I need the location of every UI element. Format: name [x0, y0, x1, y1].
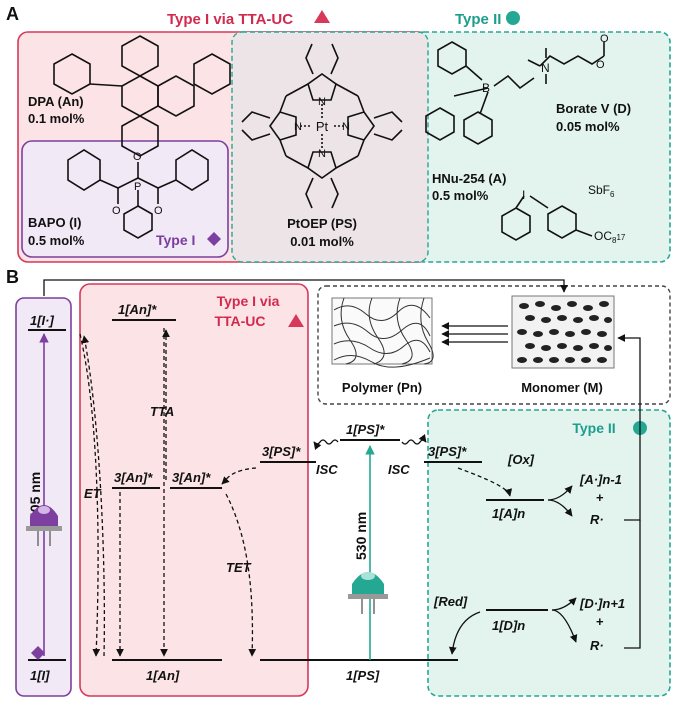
state-an-triplet-1: 3[An]*: [114, 470, 153, 485]
ptoep-box: [231, 31, 429, 263]
process-isc-left: ISC: [316, 462, 338, 477]
state-d-product: [D·]n+1: [579, 596, 625, 611]
iodonium-structure: [501, 195, 593, 241]
process-et: ET: [84, 486, 102, 501]
ptoep-structure: [241, 43, 403, 209]
state-ps-singlet-excited: 1[PS]*: [346, 422, 385, 437]
polymerization-arrows: [441, 322, 508, 346]
diamond-icon: [31, 646, 45, 660]
iodonium-anion: SbF6: [588, 183, 615, 199]
borate-b: B: [482, 81, 490, 95]
bapo-name: BAPO (I): [28, 215, 81, 230]
hnu-amount: 0.5 mol%: [432, 188, 489, 203]
type1-title-a: Type I: [156, 232, 195, 248]
polymer-network: [331, 297, 434, 368]
bapo-amount: 0.5 mol%: [28, 233, 85, 248]
state-ps-triplet-left: 3[PS]*: [262, 444, 301, 459]
bapo-o2: O: [112, 205, 121, 217]
state-ps-ground: 1[PS]: [346, 668, 380, 683]
ptoep-metal: Pt: [316, 119, 329, 134]
state-i-excited: 1[I·]: [30, 313, 55, 328]
hnu-name: HNu-254 (A): [432, 171, 506, 186]
bapo-o3: O: [154, 205, 163, 217]
state-an-ground: 1[An]: [146, 668, 180, 683]
dpa-name: DPA (An): [28, 94, 84, 109]
circle-icon: [506, 11, 520, 25]
iodonium-substituent: OC817: [594, 229, 626, 245]
iodonium-i: I: [522, 188, 525, 202]
process-isc-right: ISC: [388, 462, 410, 477]
state-a-ground: 1[A]n: [492, 506, 525, 521]
ptoep-n-left: N: [294, 121, 302, 133]
led-green-icon: [348, 572, 388, 614]
radical-feed-right: [617, 334, 641, 521]
state-ps-triplet-right: 3[PS]*: [428, 444, 467, 459]
state-an-triplet-2: 3[An]*: [172, 470, 211, 485]
dpa-structure: [53, 35, 231, 157]
ptoep-n-right: N: [342, 121, 350, 133]
dpa-amount: 0.1 mol%: [28, 111, 85, 126]
wavelength-green: 530 nm: [353, 512, 369, 560]
radical-feed-top: [43, 279, 568, 296]
type2-title-a: Type II: [455, 11, 501, 28]
process-red: [Red]: [433, 594, 468, 609]
bapo-p: P: [134, 181, 141, 193]
triangle-icon: [314, 10, 330, 23]
process-tet: TET: [226, 560, 252, 575]
panel-a-letter: A: [6, 4, 19, 24]
plus-d: +: [596, 614, 604, 629]
type2-title-b: Type II: [572, 420, 615, 436]
state-a-product: [A·]n-1: [579, 472, 622, 487]
borate-amount: 0.05 mol%: [556, 119, 620, 134]
borate-name: Borate V (D): [556, 101, 631, 116]
panel-b-letter: B: [6, 267, 19, 287]
state-d-ground: 1[D]n: [492, 618, 525, 633]
process-ox: [Ox]: [507, 452, 535, 467]
borate-structure: [425, 41, 605, 145]
borate-o1: O: [596, 59, 605, 71]
triangle-icon: [288, 314, 304, 327]
plus-a: +: [596, 490, 604, 505]
type1-uc-title-a: Type I via TTA-UC: [167, 11, 293, 28]
ptoep-name: PtOEP (PS): [287, 216, 357, 231]
radical-a: R·: [590, 512, 604, 527]
bapo-o1: O: [133, 151, 142, 163]
state-an-singlet-excited: 1[An]*: [118, 302, 157, 317]
bapo-structure: [67, 149, 209, 239]
borate-n: N: [541, 61, 550, 75]
ptoep-amount: 0.01 mol%: [290, 234, 354, 249]
monomer-label: Monomer (M): [521, 380, 603, 395]
redox-branches: [448, 485, 578, 655]
process-tta: TTA: [150, 404, 174, 419]
borate-o2: O: [600, 33, 609, 45]
polymer-label: Polymer (Pn): [342, 380, 422, 395]
type1-uc-title-b1: Type I via: [217, 293, 280, 309]
type1-uc-box-b: [79, 283, 309, 697]
type1-uc-title-b2: TTA-UC: [214, 313, 265, 329]
dashed-transitions: [79, 328, 513, 657]
type2-box-b: [427, 409, 671, 697]
isc-wavy: [313, 434, 427, 450]
state-i-ground: 1[I]: [30, 668, 50, 683]
energy-levels: [28, 319, 548, 661]
ptoep-n-bottom: N: [318, 148, 326, 160]
diamond-icon: [207, 232, 221, 246]
radical-feed-right-2: [624, 520, 641, 649]
monomer-field: [511, 295, 615, 369]
radical-d: R·: [590, 638, 604, 653]
led-violet-icon: [26, 505, 62, 546]
ptoep-n-top: N: [318, 96, 326, 108]
